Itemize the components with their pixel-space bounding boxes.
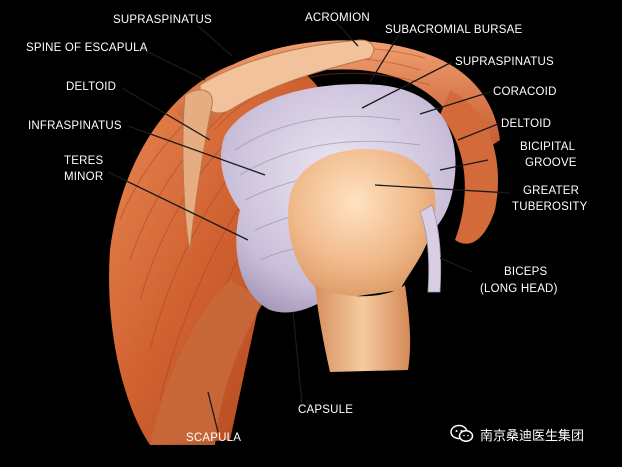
label-scapula: SCAPULA: [186, 431, 241, 445]
label-spine-of-scapula: SPINE OF ESCAPULA: [26, 41, 148, 55]
label-bicipital-groove-line1: BICIPITAL: [520, 140, 575, 154]
label-subacromial-bursae: SUBACROMIAL BURSAE: [385, 23, 522, 37]
label-bicipital-groove-line2: GROOVE: [525, 156, 577, 170]
label-teres-minor-line2: MINOR: [64, 170, 103, 184]
label-infraspinatus: INFRASPINATUS: [28, 119, 122, 133]
wechat-icon: [450, 424, 474, 444]
label-supraspinatus-right: SUPRASPINATUS: [455, 55, 554, 69]
label-coracoid: CORACOID: [493, 85, 557, 99]
humeral-shaft: [315, 285, 410, 372]
label-acromion: ACROMION: [305, 11, 370, 25]
label-supraspinatus-top: SUPRASPINATUS: [113, 13, 212, 27]
label-deltoid-right: DELTOID: [501, 117, 551, 131]
watermark: 南京桑迪医生集团: [450, 424, 584, 444]
label-greater-tuberosity-line1: GREATER: [523, 184, 579, 198]
label-teres-minor-line1: TERES: [64, 154, 103, 168]
label-greater-tuberosity-line2: TUBEROSITY: [512, 200, 587, 214]
watermark-text: 南京桑迪医生集团: [480, 425, 584, 444]
label-capsule: CAPSULE: [298, 403, 353, 417]
label-deltoid-left: DELTOID: [66, 80, 116, 94]
label-biceps-line1: BICEPS: [504, 265, 547, 279]
label-biceps-line2: (LONG HEAD): [480, 282, 558, 296]
